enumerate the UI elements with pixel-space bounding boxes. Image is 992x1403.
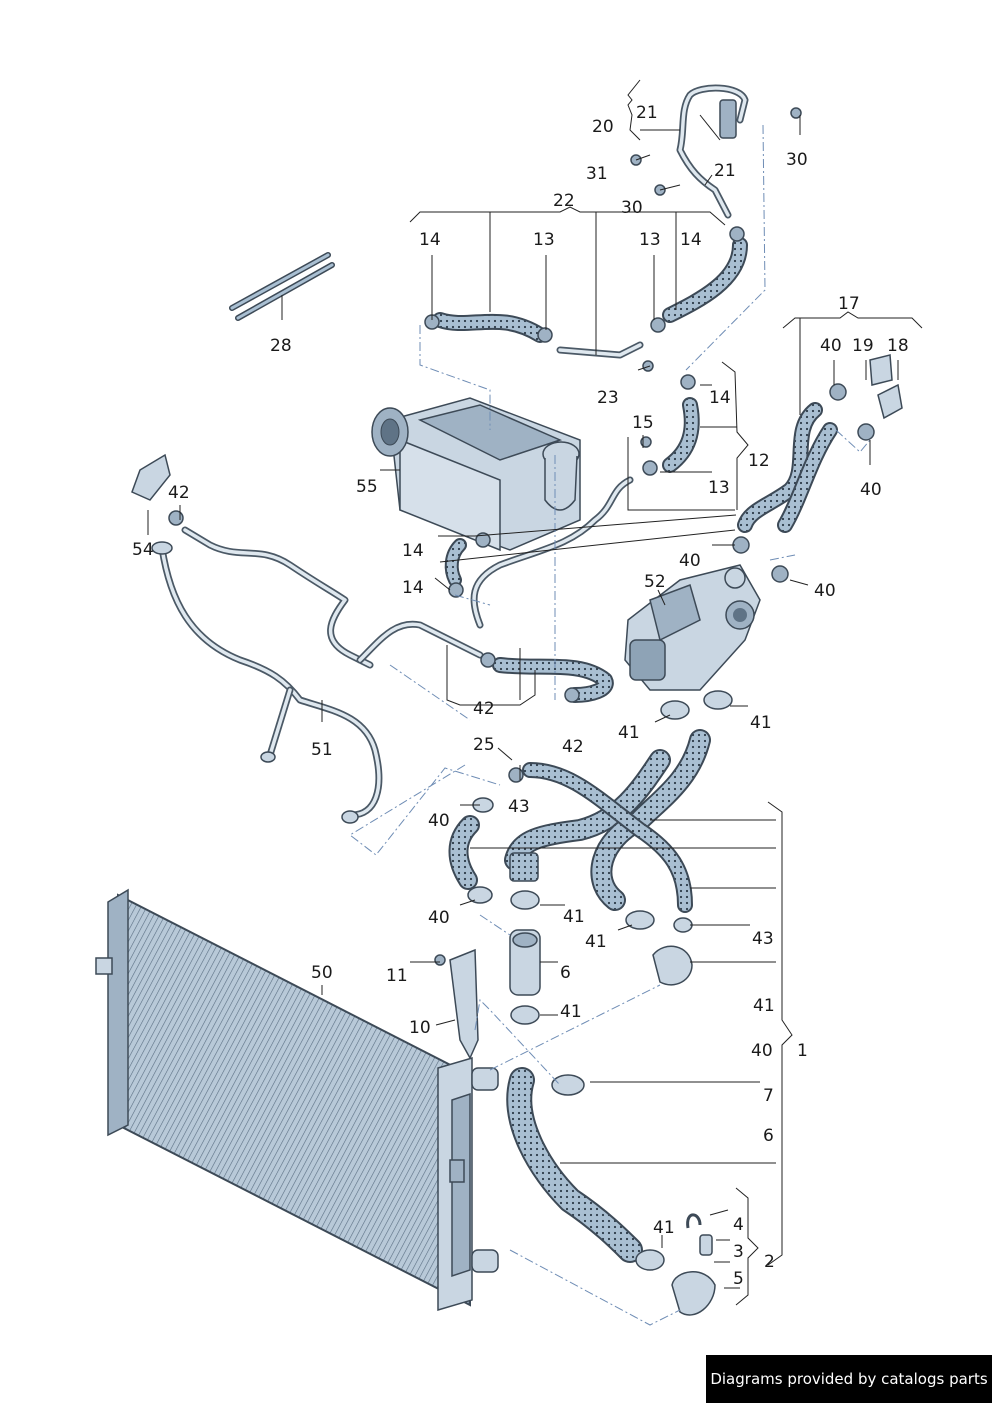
callout-30: 30 <box>621 198 643 218</box>
callout-15: 15 <box>632 413 654 433</box>
callout-12: 12 <box>748 451 770 471</box>
callout-22: 22 <box>553 191 575 211</box>
callout-4: 4 <box>733 1215 744 1235</box>
callout-43: 43 <box>508 797 530 817</box>
callout-41: 41 <box>653 1218 675 1238</box>
thermostat-housing <box>624 564 761 691</box>
callout-41: 41 <box>618 723 640 743</box>
callout-25: 25 <box>473 735 495 755</box>
callout-41: 41 <box>560 1002 582 1022</box>
callout-13: 13 <box>708 478 730 498</box>
callout-13: 13 <box>639 230 661 250</box>
callout-5: 5 <box>733 1269 744 1289</box>
callout-3: 3 <box>733 1242 744 1262</box>
callout-40: 40 <box>679 551 701 571</box>
callout-7: 7 <box>763 1086 774 1106</box>
callout-2: 2 <box>764 1252 775 1272</box>
callout-19: 19 <box>852 336 874 356</box>
callout-40: 40 <box>860 480 882 500</box>
callout-41: 41 <box>753 996 775 1016</box>
radiator <box>95 888 499 1312</box>
callout-13: 13 <box>533 230 555 250</box>
callout-23: 23 <box>597 388 619 408</box>
callout-40: 40 <box>820 336 842 356</box>
assembly-lines <box>349 124 871 1326</box>
callout-43: 43 <box>752 929 774 949</box>
callout-54: 54 <box>132 540 154 560</box>
callout-40: 40 <box>814 581 836 601</box>
callout-41: 41 <box>750 713 772 733</box>
callout-40: 40 <box>428 908 450 928</box>
callout-40: 40 <box>751 1041 773 1061</box>
callout-14: 14 <box>419 230 441 250</box>
callout-42: 42 <box>168 483 190 503</box>
callout-55: 55 <box>356 477 378 497</box>
callout-42: 42 <box>562 737 584 757</box>
callout-11: 11 <box>386 966 408 986</box>
hoses <box>432 237 838 1263</box>
callout-labels: 20 21 21 30 31 30 22 14 13 13 14 28 17 4… <box>132 103 909 1289</box>
callout-30: 30 <box>786 150 808 170</box>
clamps <box>131 99 903 1316</box>
callout-14: 14 <box>402 578 424 598</box>
charge-air-cooler <box>371 397 581 552</box>
callout-21: 21 <box>636 103 658 123</box>
callout-18: 18 <box>887 336 909 356</box>
callout-20: 20 <box>592 117 614 137</box>
callout-50: 50 <box>311 963 333 983</box>
callout-14: 14 <box>680 230 702 250</box>
callout-21: 21 <box>714 161 736 181</box>
callout-51: 51 <box>311 740 333 760</box>
callout-52: 52 <box>644 572 666 592</box>
callout-42: 42 <box>473 699 495 719</box>
callout-40: 40 <box>428 811 450 831</box>
callout-31: 31 <box>586 164 608 184</box>
bleed-lines <box>181 84 749 669</box>
callout-14: 14 <box>402 541 424 561</box>
callout-41: 41 <box>563 907 585 927</box>
callout-10: 10 <box>409 1018 431 1038</box>
footer-credit: Diagrams provided by catalogs parts <box>706 1355 992 1403</box>
coolant-pipe <box>151 541 383 824</box>
callout-14: 14 <box>709 388 731 408</box>
callout-6: 6 <box>560 963 571 983</box>
callout-6: 6 <box>763 1126 774 1146</box>
leader-lines <box>147 79 923 1306</box>
callout-17: 17 <box>838 294 860 314</box>
callout-28: 28 <box>270 336 292 356</box>
callout-41: 41 <box>585 932 607 952</box>
callout-1: 1 <box>797 1041 808 1061</box>
